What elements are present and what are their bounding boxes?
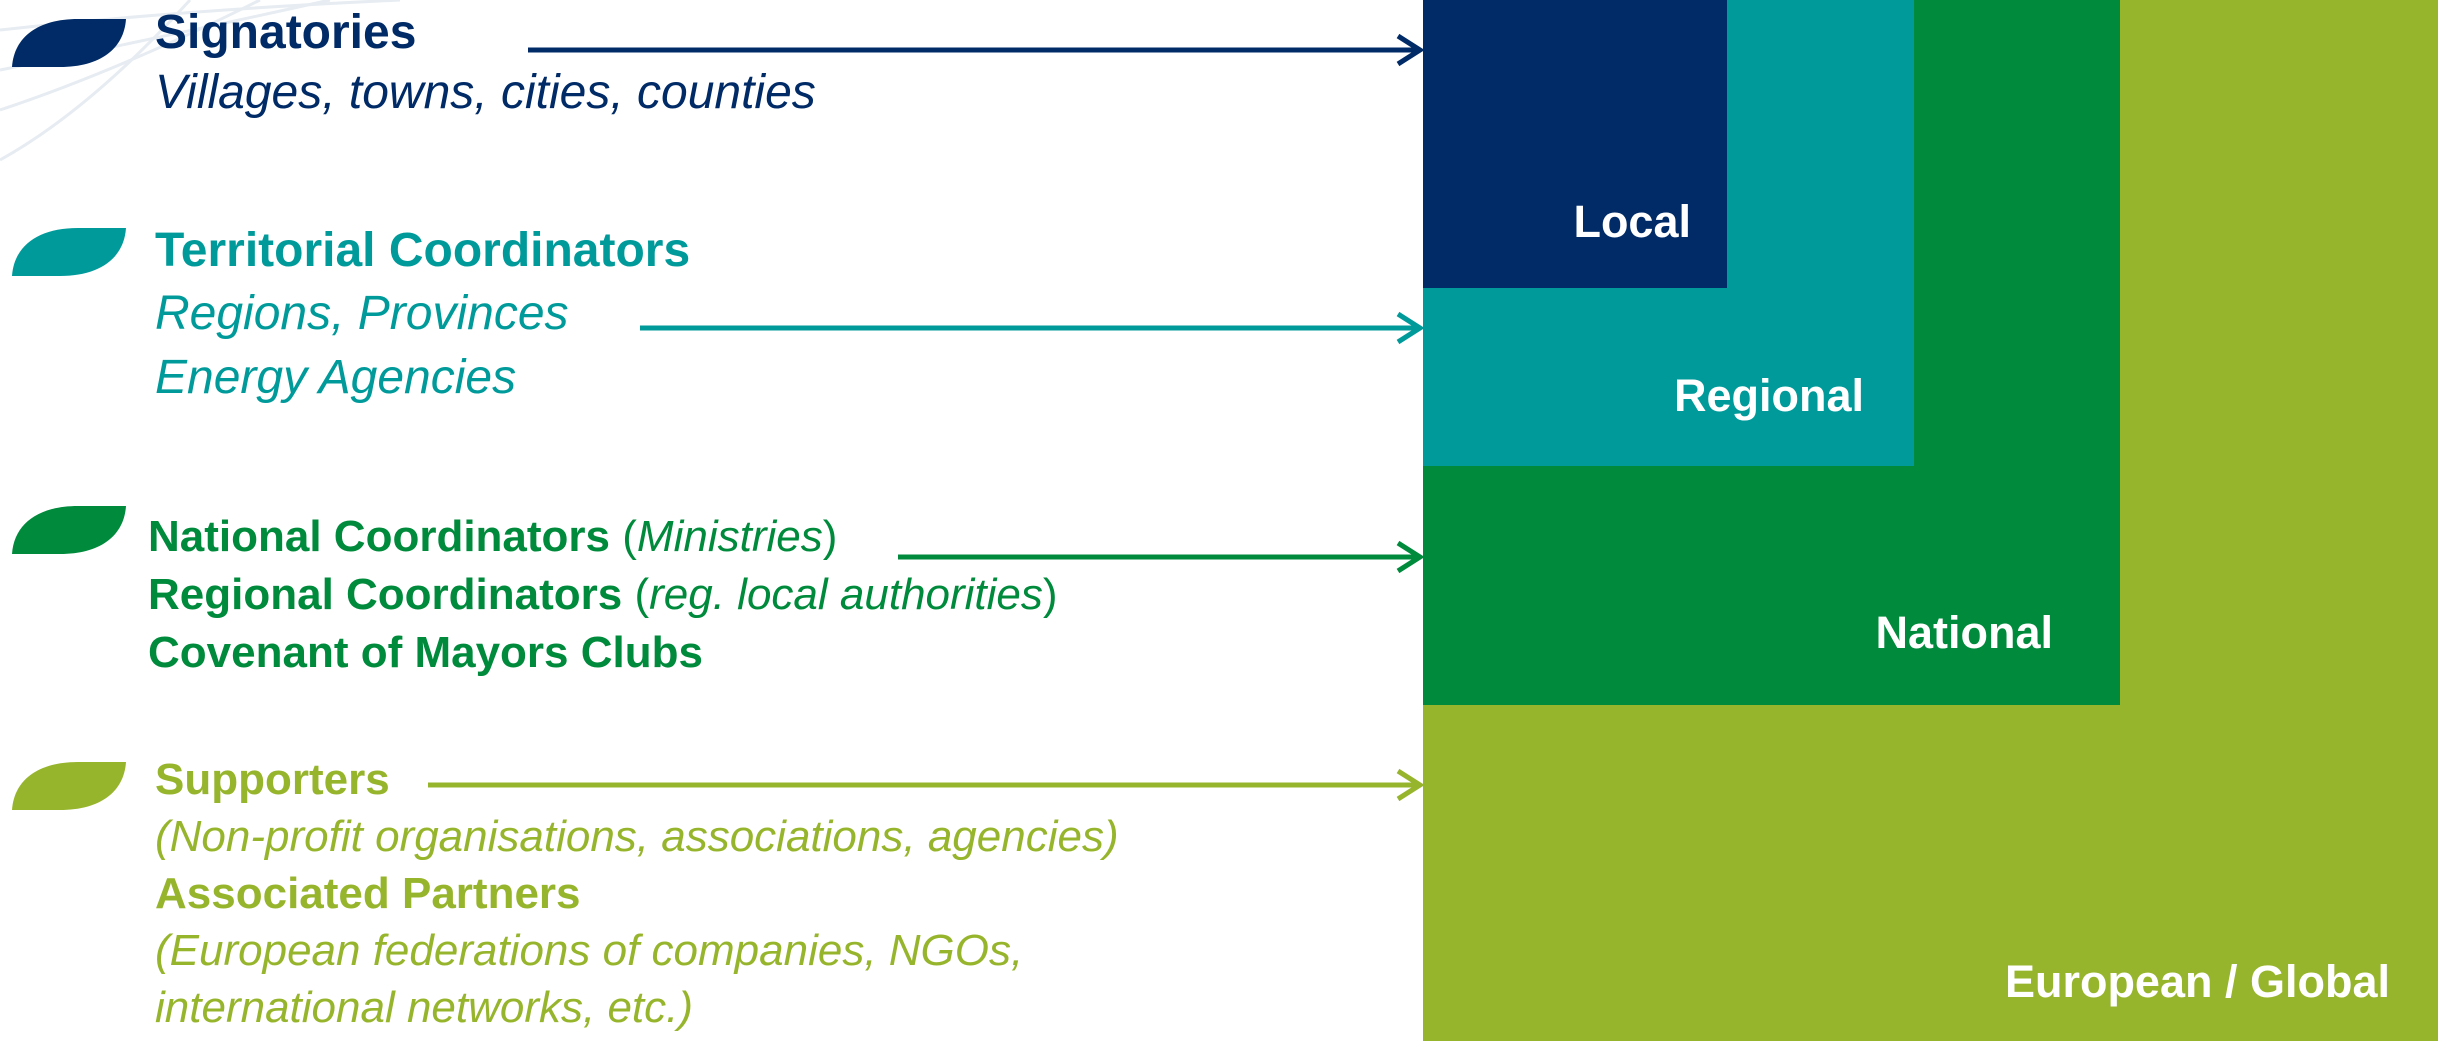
supporters-title: Supporters [155,755,390,804]
national-group: National Coordinators (Ministries) Regio… [148,508,1058,682]
regional-coordinators-note: reg. local authorities [649,570,1043,619]
signatories-title: Signatories [155,6,417,59]
territorial-arrow [640,311,1425,345]
leaf-icon [12,228,126,276]
paren: ( [622,570,650,619]
leaf-icon [12,19,126,67]
level-label-global: European / Global [2004,956,2390,1007]
level-label-local: Local [1573,196,1691,247]
associated-partners-title: Associated Partners [155,869,581,918]
leaf-icon [12,506,126,554]
territorial-regions: Regions, Provinces [155,287,569,340]
national-arrow [898,540,1425,574]
covenant-clubs: Covenant of Mayors Clubs [148,628,703,677]
signatories-arrow [528,33,1425,67]
level-label-national: National [1875,607,2053,658]
supporters-note: (Non-profit organisations, associations,… [155,812,1119,861]
leaf-icon [12,762,126,810]
territorial-group: Territorial Coordinators Regions, Provin… [155,220,690,410]
supporters-group: Supporters (Non-profit organisations, as… [155,751,1119,1036]
associated-partners-note-1: (European federations of companies, NGOs… [155,926,1024,975]
paren: ) [822,512,838,561]
supporters-arrow [428,768,1425,802]
regional-coordinators-line: Regional Coordinators (reg. local author… [148,566,1058,624]
signatories-group: Signatories Villages, towns, cities, cou… [155,4,816,124]
territorial-title: Territorial Coordinators [155,224,691,277]
paren: ) [1042,570,1058,619]
national-coordinators: National Coordinators [148,512,611,561]
associated-partners-note-2: international networks, etc.) [155,983,694,1032]
national-coordinators-note: Ministries [636,512,823,561]
regional-coordinators: Regional Coordinators [148,570,623,619]
level-box-local [1423,0,1727,288]
signatories-subtitle: Villages, towns, cities, counties [155,66,816,119]
territorial-agencies: Energy Agencies [155,351,517,404]
national-coordinators-line: National Coordinators (Ministries) [148,508,1058,566]
level-label-regional: Regional [1673,370,1864,421]
paren: ( [610,512,637,561]
